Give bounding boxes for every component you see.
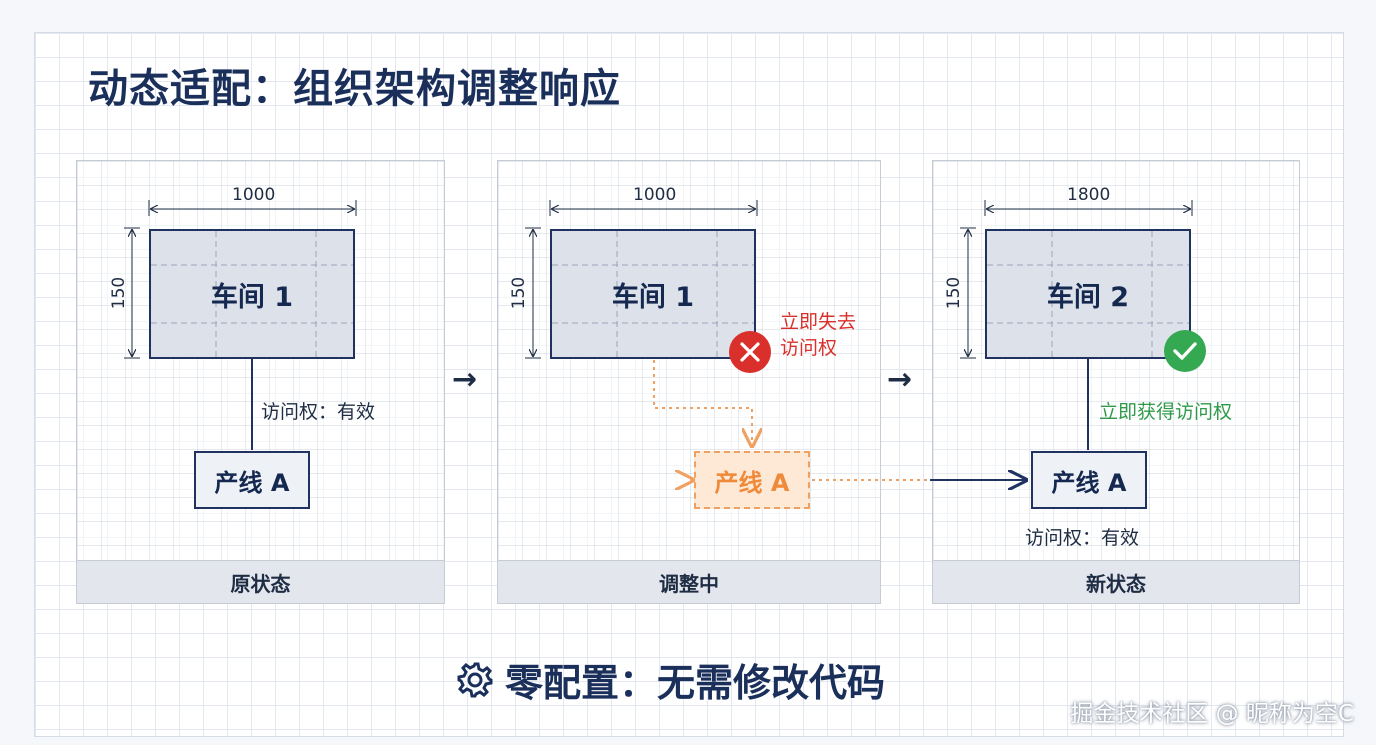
access-lost-note: 立即失去 访问权: [780, 311, 857, 359]
panel-footer: 调整中: [498, 560, 880, 603]
height-dimension-label: 150: [944, 276, 965, 310]
gear-icon: [457, 662, 493, 697]
production-line-box: 产线 A: [194, 451, 310, 509]
transition-arrow-1: →: [452, 362, 478, 397]
workshop-label: 车间 1: [611, 281, 695, 313]
panel-new-state: 1800 150 车间 2 立即获得访问权 产线 A 访问权：有效 新状态: [932, 160, 1300, 604]
width-dimension-label: 1000: [633, 185, 677, 205]
page-title: 动态适配：组织架构调整响应: [88, 66, 621, 112]
line-access-valid-note: 访问权：有效: [1025, 527, 1140, 549]
workshop-box: 车间 1: [149, 229, 355, 359]
panel-footer: 原状态: [77, 560, 444, 603]
width-dimension-label: 1800: [1067, 185, 1111, 205]
production-line-pending-box: 产线 A: [694, 451, 810, 509]
bottom-title-text: 零配置：无需修改代码: [505, 661, 886, 705]
watermark: 掘金技术社区 @ 昵称为空C: [1070, 701, 1354, 727]
access-valid-note: 访问权：有效: [261, 401, 376, 423]
workshop-box: 车间 1: [550, 229, 756, 359]
production-line-box: 产线 A: [1031, 451, 1147, 509]
width-dimension-label: 1000: [232, 185, 276, 205]
panel-footer: 新状态: [933, 560, 1299, 603]
bottom-title: 零配置：无需修改代码: [455, 652, 885, 707]
height-dimension-label: 150: [109, 276, 130, 310]
workshop-label: 车间 2: [1046, 281, 1130, 313]
panel-adjusting: 1000 150 车间 1 立即失去 访问权 产线 A 调整中: [497, 160, 881, 604]
access-gained-note: 立即获得访问权: [1099, 401, 1233, 423]
panel-original-state: 1000 150 车间 1 访问权：有效 产线 A 原状态: [76, 160, 445, 604]
height-dimension-label: 150: [509, 276, 530, 310]
workshop-box: 车间 2: [985, 229, 1191, 359]
workshop-label: 车间 1: [210, 281, 294, 313]
transition-arrow-2: →: [887, 362, 913, 397]
